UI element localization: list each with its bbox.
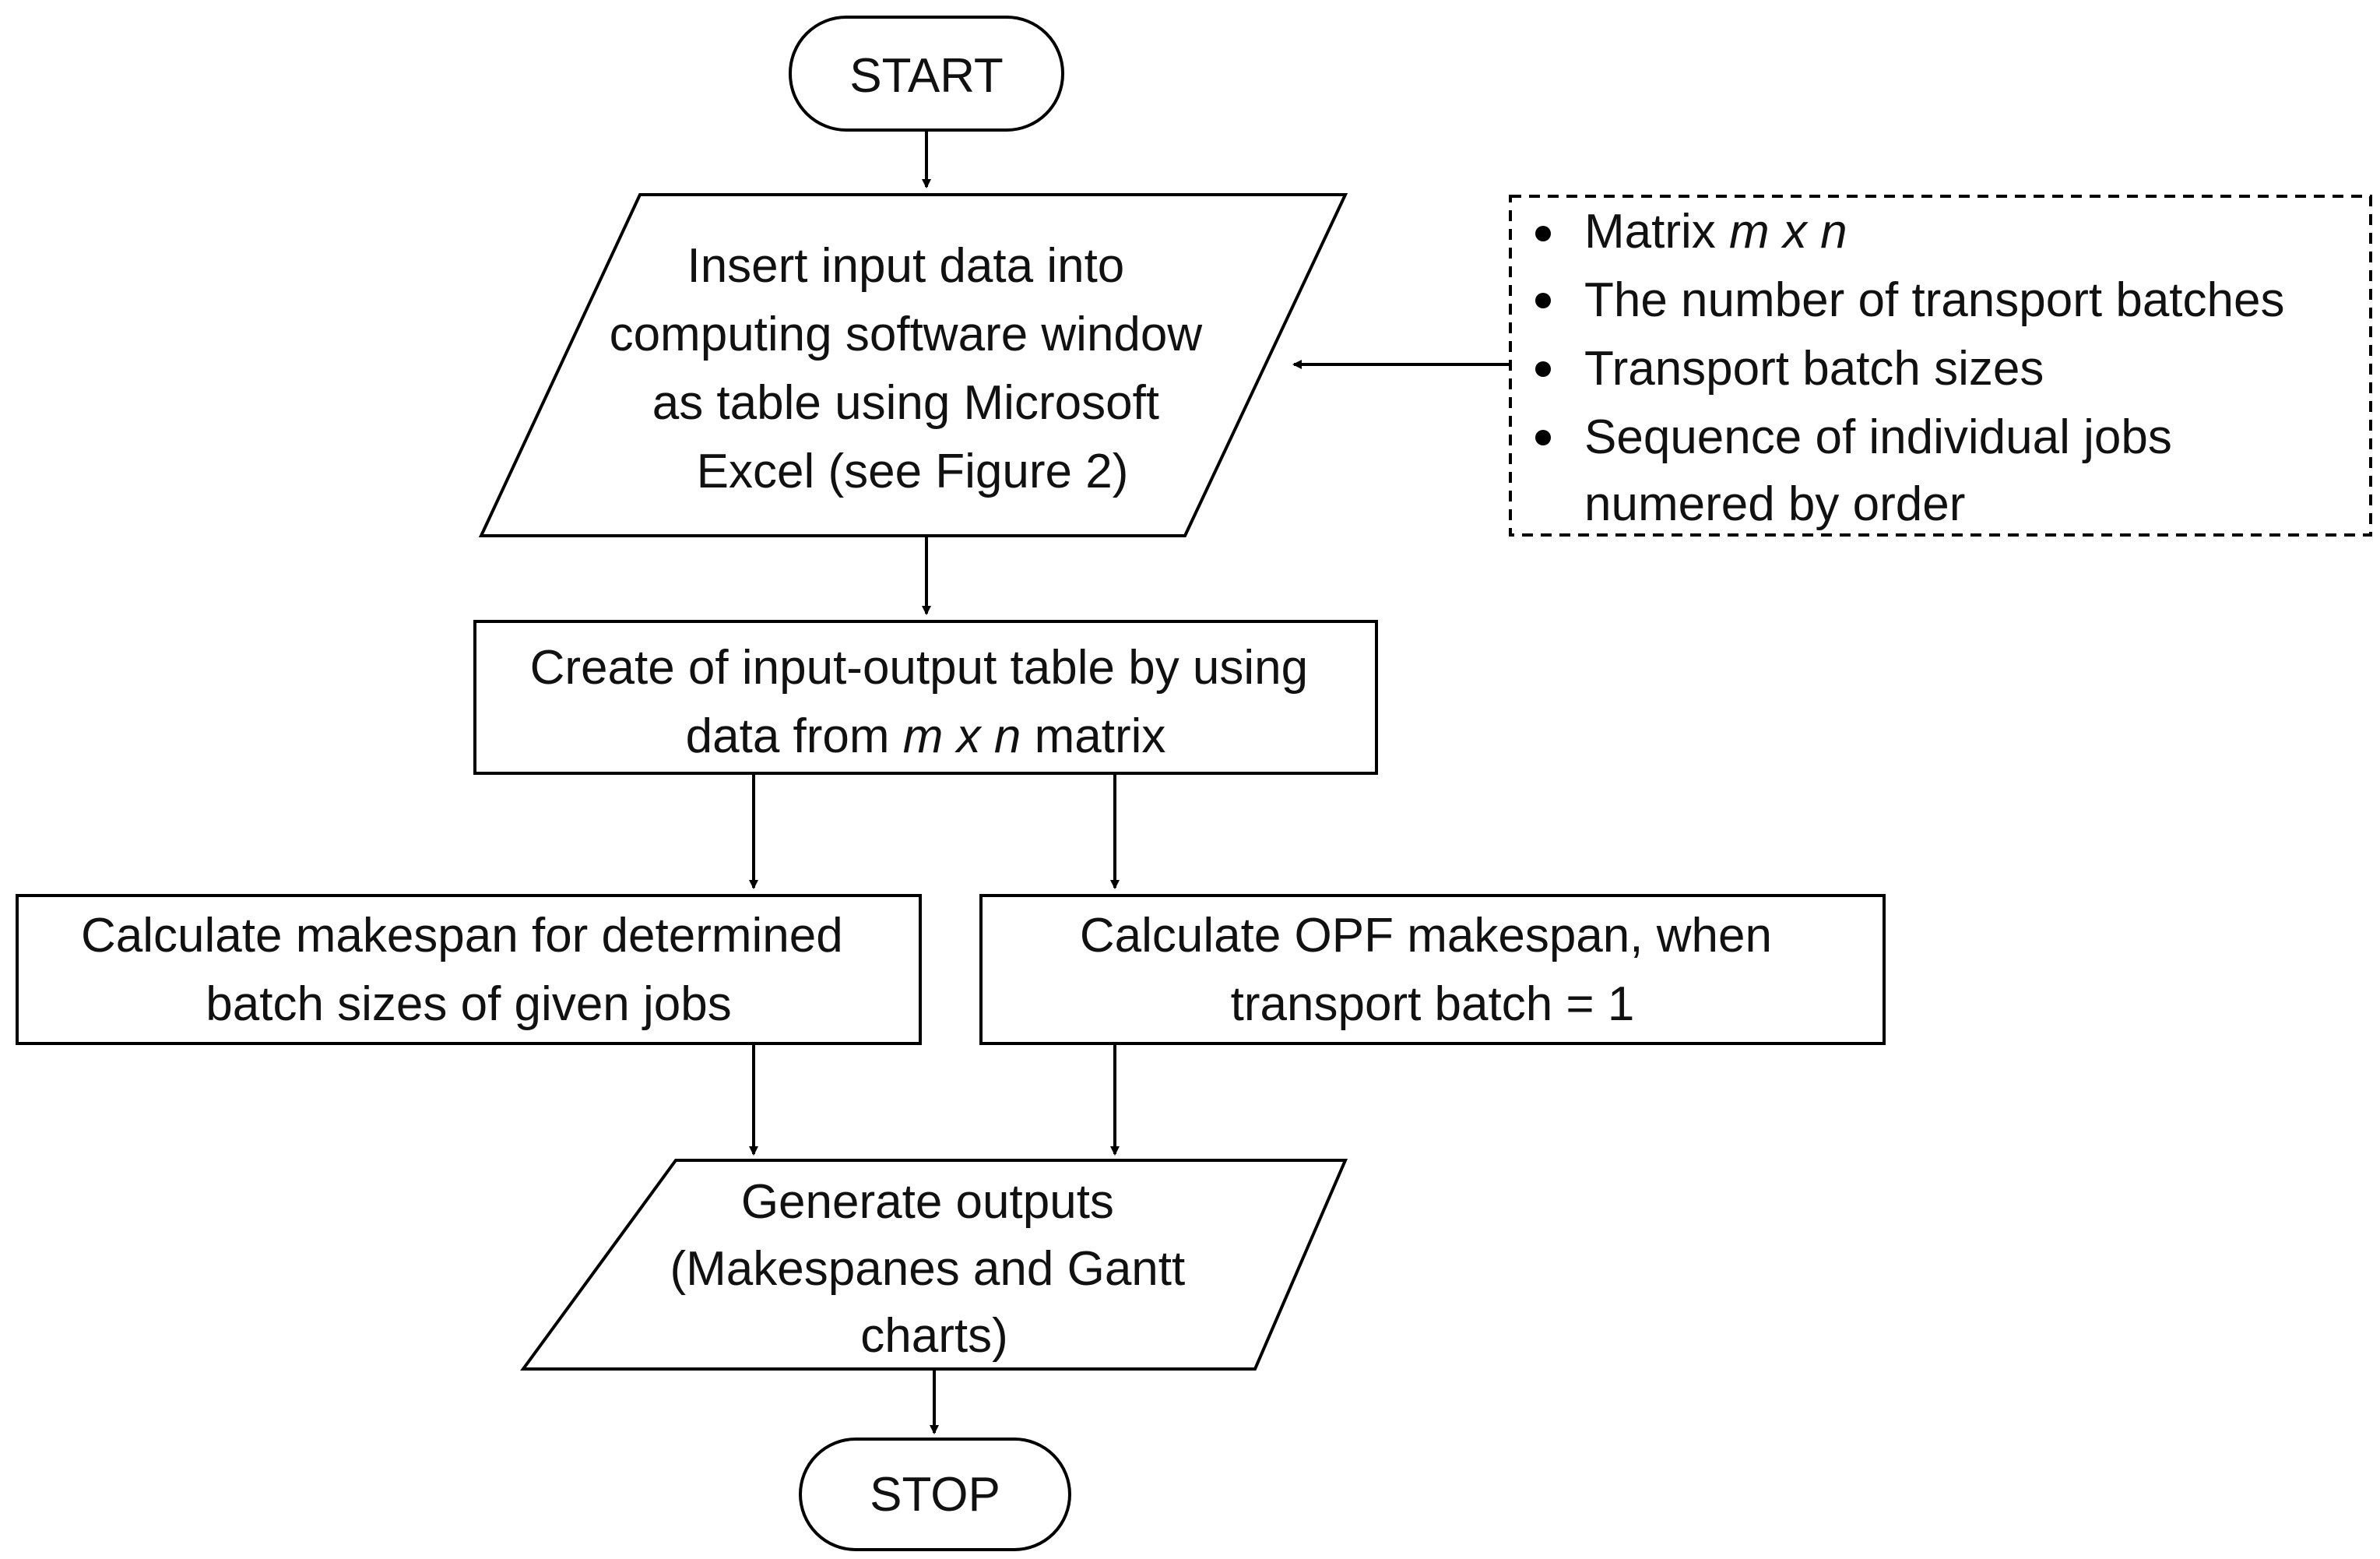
create-table-process: Create of input-output table by using da… bbox=[473, 620, 1378, 775]
note-item-4: Sequence of individual jobs bbox=[1584, 410, 2172, 464]
bullet-4 bbox=[1535, 430, 1551, 445]
note-item-4-continuation: numered by order bbox=[1584, 477, 1965, 531]
bullet-1 bbox=[1535, 226, 1551, 241]
input-line-2: computing software window bbox=[610, 308, 1203, 361]
start-terminator: START bbox=[789, 16, 1064, 132]
calculate-makespan-text: Calculate makespan for determined batch … bbox=[81, 909, 856, 1031]
bullet-2 bbox=[1535, 293, 1551, 308]
calculate-opf-makespan-process: Calculate OPF makespan, when transport b… bbox=[979, 894, 1886, 1045]
input-line-4: Excel (see Figure 2) bbox=[697, 445, 1129, 498]
input-data-text: Insert input data into computing softwar… bbox=[610, 239, 1216, 498]
generate-outputs-text: Generate outputs (Makespanes and Gantt c… bbox=[670, 1175, 1199, 1363]
note-item-2: The number of transport batches bbox=[1584, 273, 2284, 327]
input-data-parallelogram: Insert input data into computing softwar… bbox=[478, 193, 1348, 537]
note-item-1: Matrix m x n bbox=[1584, 205, 1847, 259]
input-line-1: Insert input data into bbox=[687, 239, 1124, 293]
create-table-text: Create of input-output table by using da… bbox=[530, 641, 1322, 763]
input-data-note: Matrix m x n The number of transport bat… bbox=[1509, 195, 2372, 537]
bullet-3 bbox=[1535, 361, 1551, 377]
stop-terminator: STOP bbox=[799, 1438, 1071, 1551]
generate-outputs-parallelogram: Generate outputs (Makespanes and Gantt c… bbox=[520, 1159, 1348, 1371]
start-label: START bbox=[849, 49, 1004, 103]
input-line-3: as table using Microsoft bbox=[652, 376, 1159, 430]
stop-label: STOP bbox=[870, 1468, 1000, 1522]
calculate-opf-text: Calculate OPF makespan, when transport b… bbox=[1080, 909, 1785, 1031]
calculate-makespan-process: Calculate makespan for determined batch … bbox=[16, 894, 922, 1045]
note-item-3: Transport batch sizes bbox=[1584, 342, 2044, 396]
